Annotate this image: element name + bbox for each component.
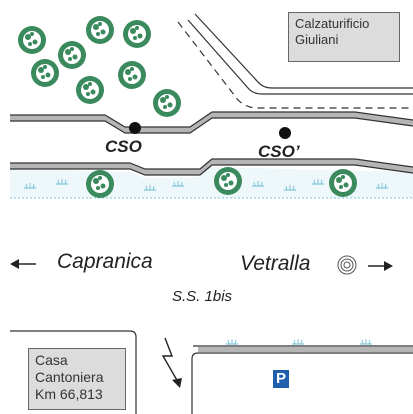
house-km-line: Km 66,813 (35, 386, 103, 402)
road-edge-upper-line (10, 117, 413, 134)
factory-label-box: Calzaturificio Giuliani (288, 12, 400, 62)
factory-name-line2: Giuliani (295, 32, 339, 47)
marsh-symbol-icon (359, 338, 373, 345)
tree-icon (86, 16, 114, 44)
road-name-label: S.S. 1bis (172, 288, 233, 305)
tree-icon (31, 59, 59, 87)
factory-name-line1: Calzaturificio (295, 16, 370, 31)
cso-label-1: CSO (105, 137, 142, 156)
marsh-symbol-icon (225, 338, 239, 345)
house-name-line1: Casa (35, 352, 68, 368)
lower-road-edges (10, 330, 413, 414)
house-name-line2: Cantoniera (35, 369, 104, 385)
measurement-point-icon (129, 122, 141, 134)
tree-icon (329, 169, 357, 197)
road-edge-lower (10, 159, 413, 175)
tree-icon (118, 61, 146, 89)
north-arrow-icon (161, 337, 182, 388)
side-road (177, 13, 413, 109)
tree-icon (214, 167, 242, 195)
town-label-vetralla: Vetralla (240, 252, 311, 275)
measurement-point-icon (279, 127, 291, 139)
town-label-capranica: Capranica (57, 250, 153, 273)
road-edge-upper (10, 112, 413, 133)
road-edge-upper-line (10, 111, 413, 128)
arrow-right-icon (368, 261, 393, 271)
parking-icon: P (273, 370, 289, 388)
tree-icon (123, 20, 151, 48)
woodland (18, 16, 181, 117)
lower-marsh-symbols (225, 338, 373, 345)
arrow-left-icon (10, 259, 36, 269)
cso-label-2: CSO’ (258, 142, 300, 161)
house-label-box: Casa Cantoniera Km 66,813 (28, 348, 126, 410)
tree-icon (18, 26, 46, 54)
tree-icon (86, 170, 114, 198)
tree-icon (153, 89, 181, 117)
marsh-symbol-icon (291, 338, 305, 345)
road-edge-lower-line (10, 158, 413, 170)
tree-icon (76, 76, 104, 104)
tree-icon (58, 41, 86, 69)
concentric-circle-icon (337, 255, 357, 275)
road-edge-lower-line (10, 164, 413, 176)
